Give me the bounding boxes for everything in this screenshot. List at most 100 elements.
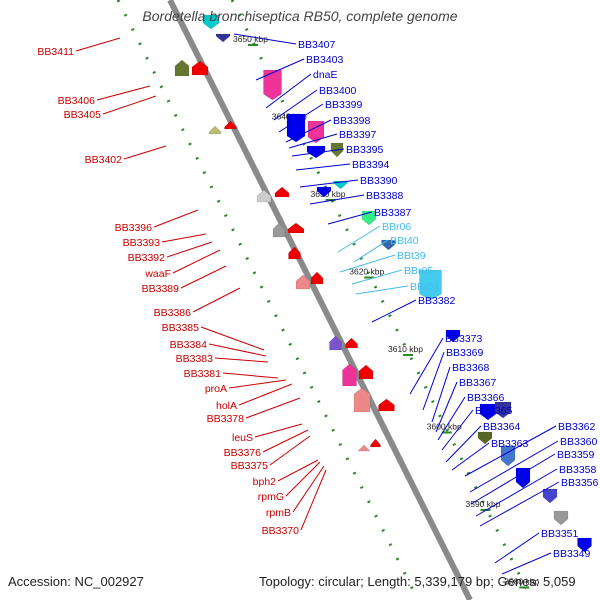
leader-line: [327, 211, 373, 225]
gene-feature: [215, 33, 231, 43]
gene-feature: [345, 337, 358, 349]
leader-line: [299, 179, 359, 188]
leader-line: [238, 383, 293, 406]
gene-label-reverse: bph2: [253, 476, 277, 488]
gene-label-reverse: BB3393: [123, 237, 161, 249]
gene-label-reverse: BB3405: [64, 109, 102, 121]
gene-feature: [358, 364, 374, 380]
map-title: Bordetella bronchiseptica RB50, complete…: [142, 8, 458, 24]
gene-label-forward: BB3349: [553, 548, 591, 560]
leader-line: [273, 89, 318, 121]
gene-label-reverse: holA: [216, 400, 237, 412]
gene-feature: [263, 69, 282, 101]
gene-label-forward: BB3366: [467, 392, 505, 404]
gene-label-reverse: BB3383: [176, 353, 214, 365]
gene-label-forward: BB3382: [418, 295, 456, 307]
gene-feature: [272, 222, 286, 238]
gene-feature: [479, 403, 497, 421]
gene-feature: [342, 363, 357, 387]
leader-line: [208, 343, 267, 357]
gene-label-forward: BB3363: [491, 438, 529, 450]
leader-line: [339, 254, 396, 273]
gene-label-forward: dnaE: [313, 69, 338, 81]
gene-label-reverse: BB3376: [224, 447, 262, 459]
leader-line: [153, 209, 199, 228]
gene-label-forward: BB3395: [346, 144, 384, 156]
gene-feature: [310, 271, 324, 285]
gene-feature: [174, 59, 190, 77]
gene-feature: [202, 14, 220, 30]
gene-label-forward: BBr05: [404, 265, 433, 277]
gene-feature: [208, 125, 222, 135]
gene-label-forward: BB3399: [325, 99, 363, 111]
gene-feature: [306, 145, 326, 159]
gene-label-reverse: rpmG: [258, 491, 284, 503]
gene-feature: [577, 537, 592, 553]
scale-tick-label: 3590 kbp: [466, 499, 501, 509]
scale-tick-label: 3600 kbp: [427, 422, 462, 432]
leader-line: [75, 37, 121, 52]
leader-line: [214, 357, 269, 363]
leader-line: [501, 552, 552, 575]
gene-feature: [274, 186, 290, 198]
leader-line: [278, 103, 324, 133]
gene-label-forward: BB3398: [333, 115, 371, 127]
gene-label-reverse: BB3411: [37, 46, 74, 58]
label-leader-lines: [75, 33, 560, 575]
gene-label-forward: BB3359: [557, 449, 595, 461]
gene-label-reverse: BB3389: [142, 283, 180, 295]
gene-feature: [329, 335, 342, 351]
leader-line: [355, 285, 409, 295]
genome-backbone-line: [167, 0, 473, 600]
leader-line: [180, 265, 227, 289]
gene-label-forward: BB3400: [319, 85, 357, 97]
leader-line: [494, 532, 540, 564]
leader-line: [337, 225, 381, 253]
leader-line: [269, 435, 311, 466]
gene-label-forward: BB3367: [459, 377, 497, 389]
gene-feature: [287, 222, 305, 234]
leader-line: [475, 468, 558, 517]
scale-tick-label: 3650 kbp: [233, 34, 268, 44]
gene-label-forward: BB3358: [559, 464, 597, 476]
gene-label-reverse: rpmB: [266, 507, 291, 519]
gene-label-forward: BBt40: [390, 235, 419, 247]
gene-feature: [542, 488, 558, 504]
leader-line: [172, 249, 221, 274]
gene-feature: [288, 246, 301, 260]
gene-feature: [515, 467, 531, 489]
gene-label-reverse: BB3402: [85, 154, 123, 166]
gene-feature: [286, 113, 306, 143]
leader-line: [435, 381, 458, 433]
gene-label-forward: BB3397: [339, 129, 377, 141]
leader-line: [228, 379, 287, 389]
gene-feature: [477, 431, 493, 445]
gene-label-reverse: leuS: [232, 432, 253, 444]
topology-stats-text: Topology: circular; Length: 5,339,179 bp…: [259, 574, 576, 589]
leader-line: [161, 233, 207, 243]
gene-label-reverse: BB3381: [184, 368, 222, 380]
accession-text: Accession: NC_002927: [8, 574, 144, 589]
gene-feature: [378, 398, 395, 412]
gene-label-forward: BB3390: [360, 175, 398, 187]
leader-line: [409, 337, 444, 395]
gene-label-forward: BB3351: [541, 528, 579, 540]
leader-line: [96, 85, 151, 101]
gene-label-forward: BB3403: [306, 54, 344, 66]
leader-line: [292, 465, 325, 513]
scale-tick-label: 3610 kbp: [388, 344, 423, 354]
gene-labels: BB3407BB3403dnaEBB3400BB3399BB3398BB3397…: [37, 39, 598, 560]
gene-feature: [445, 329, 461, 343]
leader-line: [265, 73, 312, 109]
leader-line: [200, 326, 265, 351]
leader-line: [262, 429, 309, 453]
gene-feature: [553, 510, 569, 526]
scale-tick-label: 3580 kbp: [504, 577, 539, 587]
gene-label-forward: BB3373: [445, 333, 483, 345]
leader-line: [288, 133, 338, 149]
gene-label-reverse: BB3385: [162, 322, 200, 334]
gene-feature: [191, 60, 209, 76]
leader-line: [233, 33, 297, 45]
gene-feature: [256, 189, 272, 203]
